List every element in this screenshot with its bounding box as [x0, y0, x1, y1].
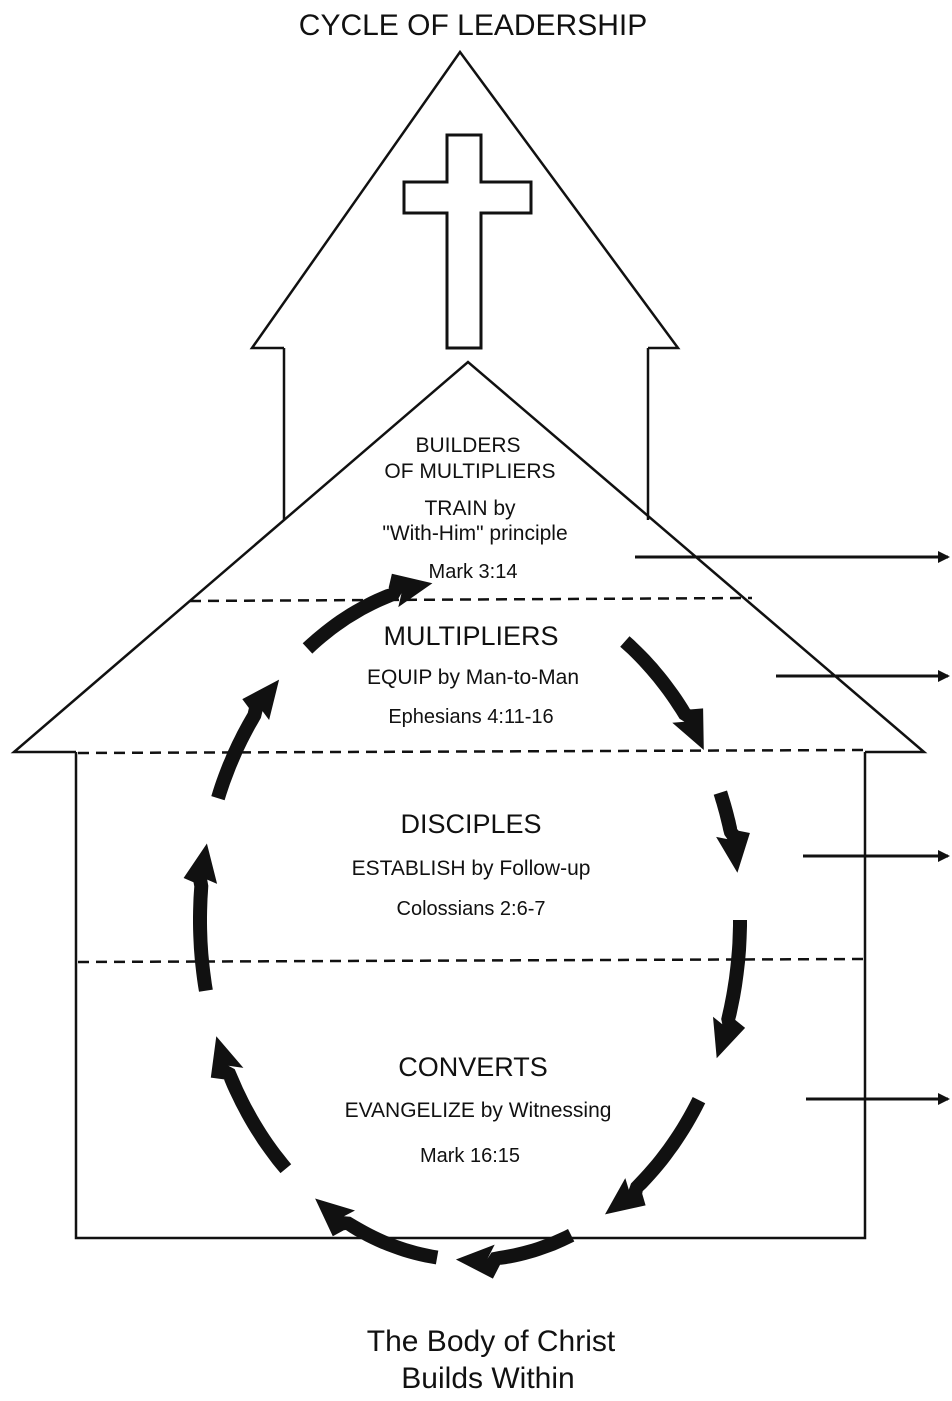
cycle-arrow-icon — [605, 1097, 706, 1215]
cycle-arrow-icon — [210, 1036, 292, 1174]
divider-multipliers-disciples — [77, 748, 866, 755]
level-disciples: DISCIPLES ESTABLISH by Follow-up Colossi… — [352, 809, 591, 920]
level-multipliers: MULTIPLIERS EQUIP by Man-to-Man Ephesian… — [367, 621, 579, 728]
cycle-arrow-icon — [302, 573, 433, 654]
converts-heading: CONVERTS — [398, 1052, 548, 1082]
builders-method-line-1: TRAIN by — [424, 497, 516, 520]
disciples-method: ESTABLISH by Follow-up — [352, 857, 591, 880]
level-builders-of-multipliers: BUILDERS OF MULTIPLIERS TRAIN by "With-H… — [382, 434, 567, 583]
level-converts: CONVERTS EVANGELIZE by Witnessing Mark 1… — [345, 1052, 612, 1167]
main-roof — [10, 360, 928, 754]
diagram-title: CYCLE OF LEADERSHIP — [299, 9, 647, 42]
steeple — [249, 49, 681, 520]
footer-line-2: Builds Within — [401, 1362, 574, 1395]
multipliers-heading: MULTIPLIERS — [383, 621, 558, 651]
disciples-reference: Colossians 2:6-7 — [397, 898, 546, 920]
converts-reference: Mark 16:15 — [420, 1145, 520, 1167]
builders-reference: Mark 3:14 — [429, 561, 518, 583]
builders-heading-line-1: BUILDERS — [415, 434, 520, 457]
cycle-arrow-icon — [713, 920, 747, 1059]
cycle-arrow-icon — [455, 1229, 575, 1279]
footer-line-1: The Body of Christ — [367, 1325, 616, 1358]
steeple-roof — [249, 49, 681, 350]
multipliers-method: EQUIP by Man-to-Man — [367, 666, 579, 689]
cycle-arrow-icon — [183, 843, 218, 992]
disciples-heading: DISCIPLES — [400, 809, 541, 839]
cycle-arrow-icon — [315, 1198, 439, 1265]
cycle-arrow-icon — [713, 790, 750, 873]
multipliers-reference: Ephesians 4:11-16 — [388, 706, 553, 728]
builders-heading-line-2: OF MULTIPLIERS — [384, 460, 555, 483]
house-body — [74, 752, 867, 1240]
cycle-arrow-icon — [211, 679, 280, 801]
cross-icon — [402, 133, 533, 350]
cycle-arrows — [183, 573, 750, 1279]
divider-builders-multipliers — [189, 596, 753, 603]
cycle-arrow-icon — [620, 636, 704, 750]
builders-method-line-2: "With-Him" principle — [382, 522, 567, 545]
outward-arrows — [635, 551, 950, 1105]
converts-method: EVANGELIZE by Witnessing — [345, 1099, 612, 1122]
